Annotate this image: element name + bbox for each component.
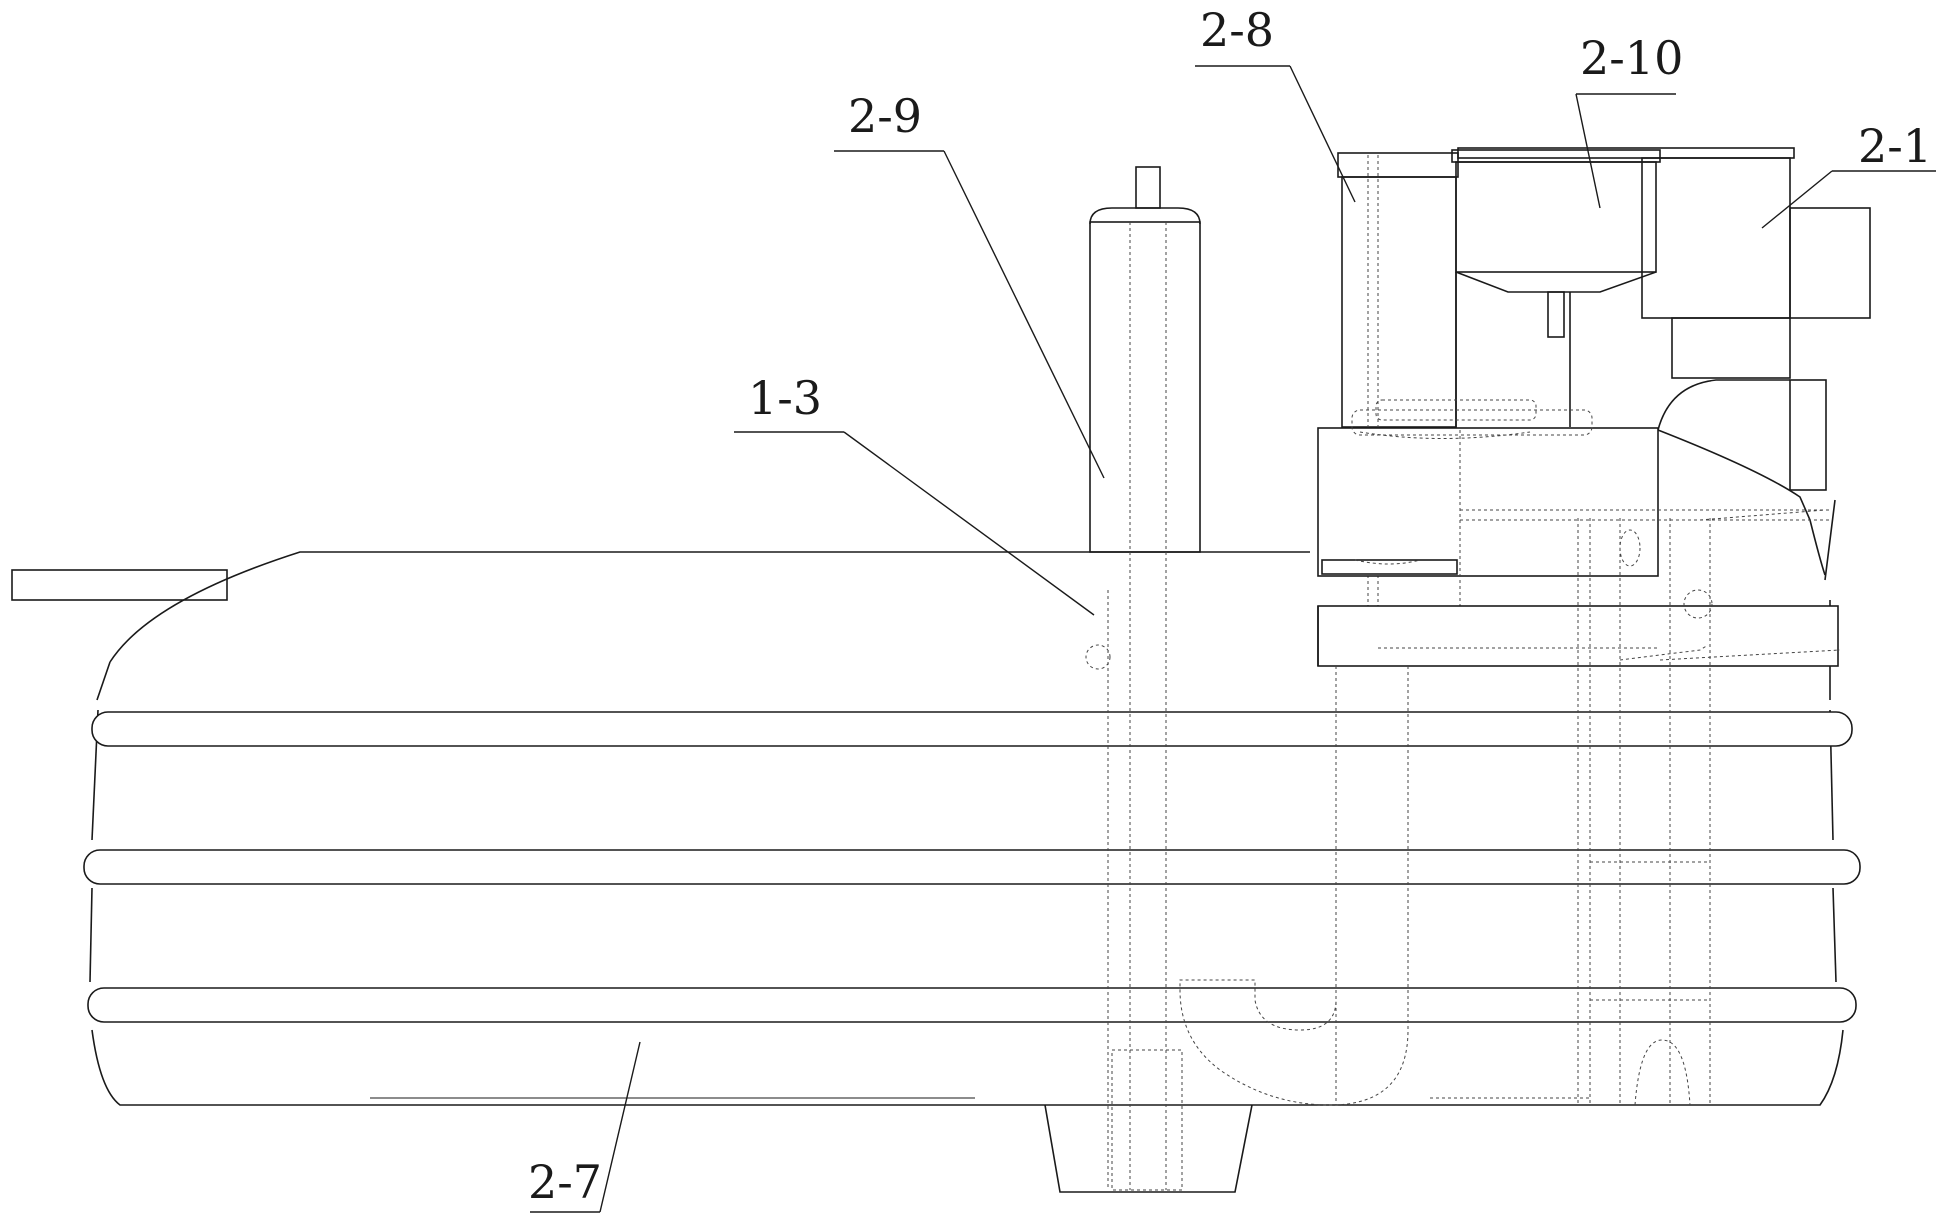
label-2-9: 2-9 <box>848 89 922 143</box>
tank-top-outline <box>109 551 1310 663</box>
vent-pipe-cap <box>1135 166 1161 209</box>
bottom-sump <box>1044 1104 1253 1193</box>
middle-housing <box>1317 427 1659 577</box>
tank-body <box>11 499 1861 1193</box>
port-circle-left <box>1085 644 1111 670</box>
port-circle-right <box>1683 589 1713 619</box>
callouts: 2-8 2-10 2-1 2-9 1-3 2-7 <box>528 3 1936 1213</box>
label-1-3: 1-3 <box>748 371 822 425</box>
rib-band-1 <box>91 711 1853 747</box>
rib-band-2 <box>83 849 1861 885</box>
container-2-8 <box>1341 176 1457 428</box>
left-inlet-pipe <box>11 569 228 601</box>
vent-pipe-body <box>1089 221 1201 553</box>
box-2-1-side <box>1789 207 1871 319</box>
label-2-8: 2-8 <box>1200 3 1274 57</box>
vent-pipe <box>1085 166 1201 1191</box>
label-2-1: 2-1 <box>1858 119 1932 173</box>
rib-band-3 <box>87 987 1857 1023</box>
label-2-10: 2-10 <box>1580 31 1683 85</box>
cup-2-10 <box>1455 161 1657 273</box>
tank-bottom-outline <box>91 1029 1844 1106</box>
label-2-7: 2-7 <box>528 1155 602 1209</box>
equipment-assembly <box>1179 147 1871 1106</box>
box-2-1 <box>1641 157 1791 319</box>
